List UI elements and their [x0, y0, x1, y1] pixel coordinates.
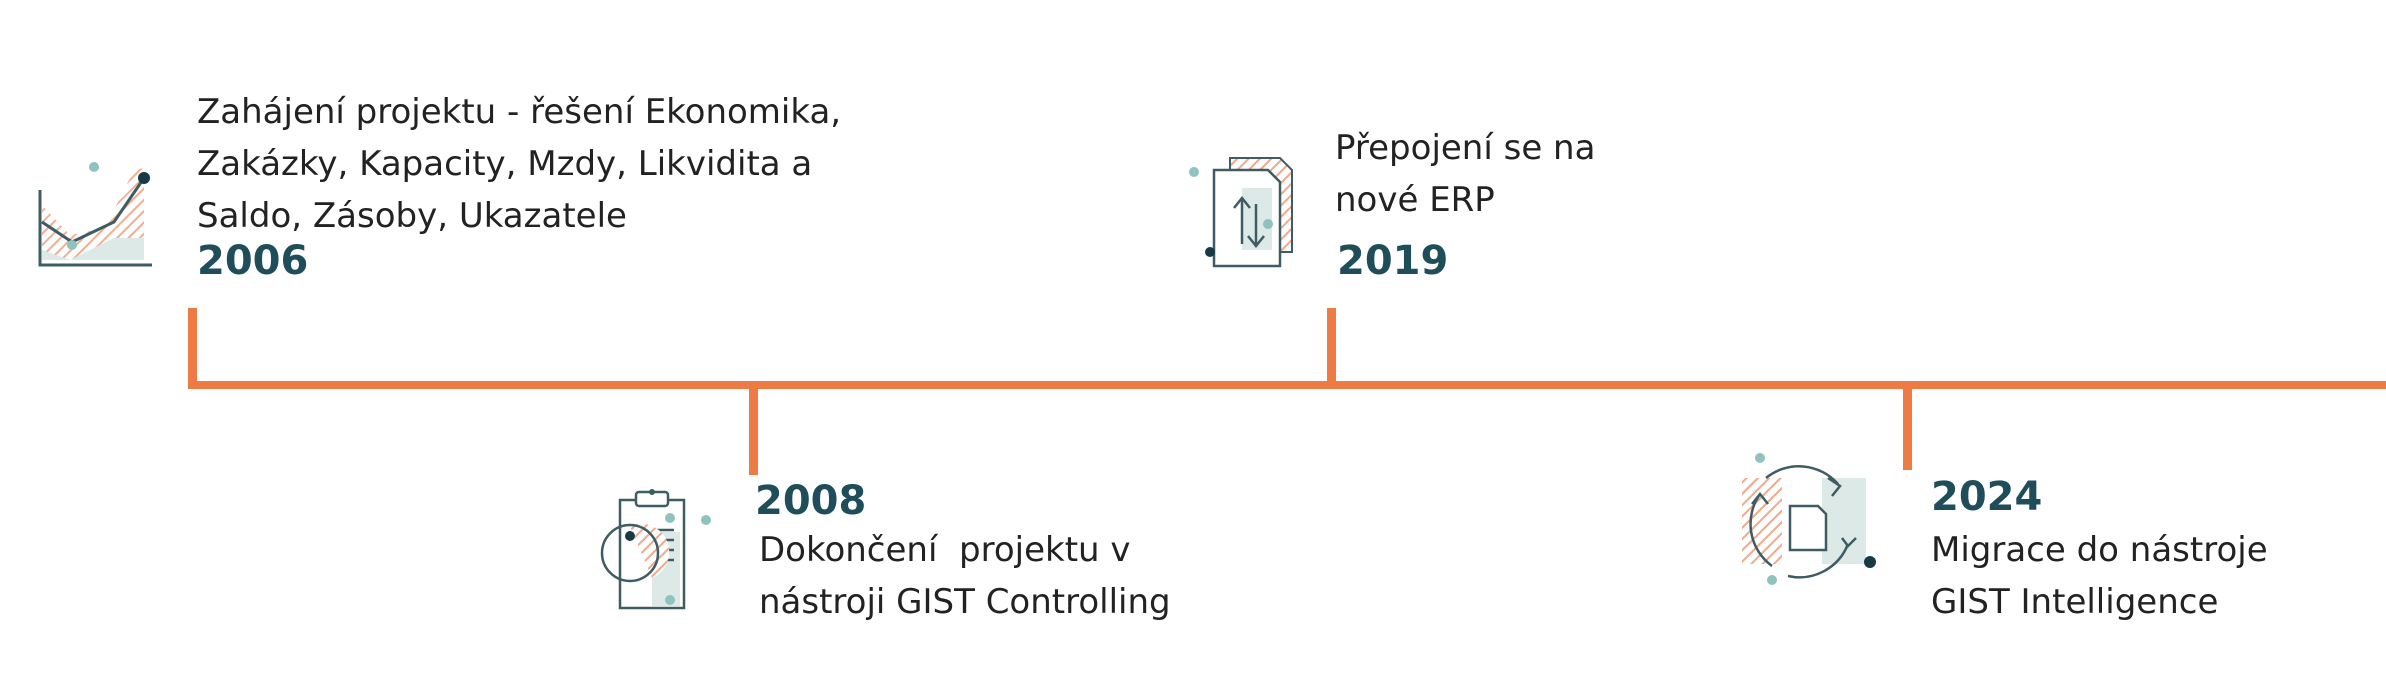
- event-description-line: nástroji GIST Controlling: [759, 582, 1171, 622]
- timeline-axis: [188, 381, 2386, 389]
- event-description-line: nové ERP: [1335, 180, 1495, 220]
- event-year-2019: 2019: [1337, 238, 1449, 284]
- event-description-2024: Migrace do nástroje GIST Intelligence: [1931, 524, 2268, 628]
- event-year-2008: 2008: [755, 478, 867, 524]
- event-description-line: Zahájení projektu - řešení Ekonomika,: [197, 92, 842, 132]
- event-description-line: Dokončení projektu v: [759, 530, 1131, 570]
- document-transfer-icon: [1189, 157, 1293, 268]
- timeline-tick-2024: [1903, 381, 1912, 470]
- event-year-2024: 2024: [1931, 474, 2043, 520]
- timeline-tick-2019: [1327, 308, 1336, 389]
- timeline-tick-2006: [188, 308, 197, 389]
- event-description-line: GIST Intelligence: [1931, 582, 2219, 622]
- event-description-2006: Zahájení projektu - řešení Ekonomika, Za…: [197, 86, 841, 242]
- event-description-2019: Přepojení se na nové ERP: [1335, 122, 1595, 226]
- event-description-line: Zakázky, Kapacity, Mzdy, Likvidita a: [197, 144, 813, 184]
- event-year-2006: 2006: [197, 238, 309, 284]
- line-chart-icon: [38, 162, 152, 267]
- clipboard-pie-chart-icon: [600, 489, 711, 610]
- event-description-line: Migrace do nástroje: [1931, 530, 2268, 570]
- event-description-line: Přepojení se na: [1335, 128, 1596, 168]
- document-sync-icon: [1742, 453, 1876, 585]
- timeline-tick-2008: [749, 381, 758, 475]
- event-description-line: Saldo, Zásoby, Ukazatele: [197, 196, 627, 236]
- event-description-2008: Dokončení projektu v nástroji GIST Contr…: [759, 524, 1171, 628]
